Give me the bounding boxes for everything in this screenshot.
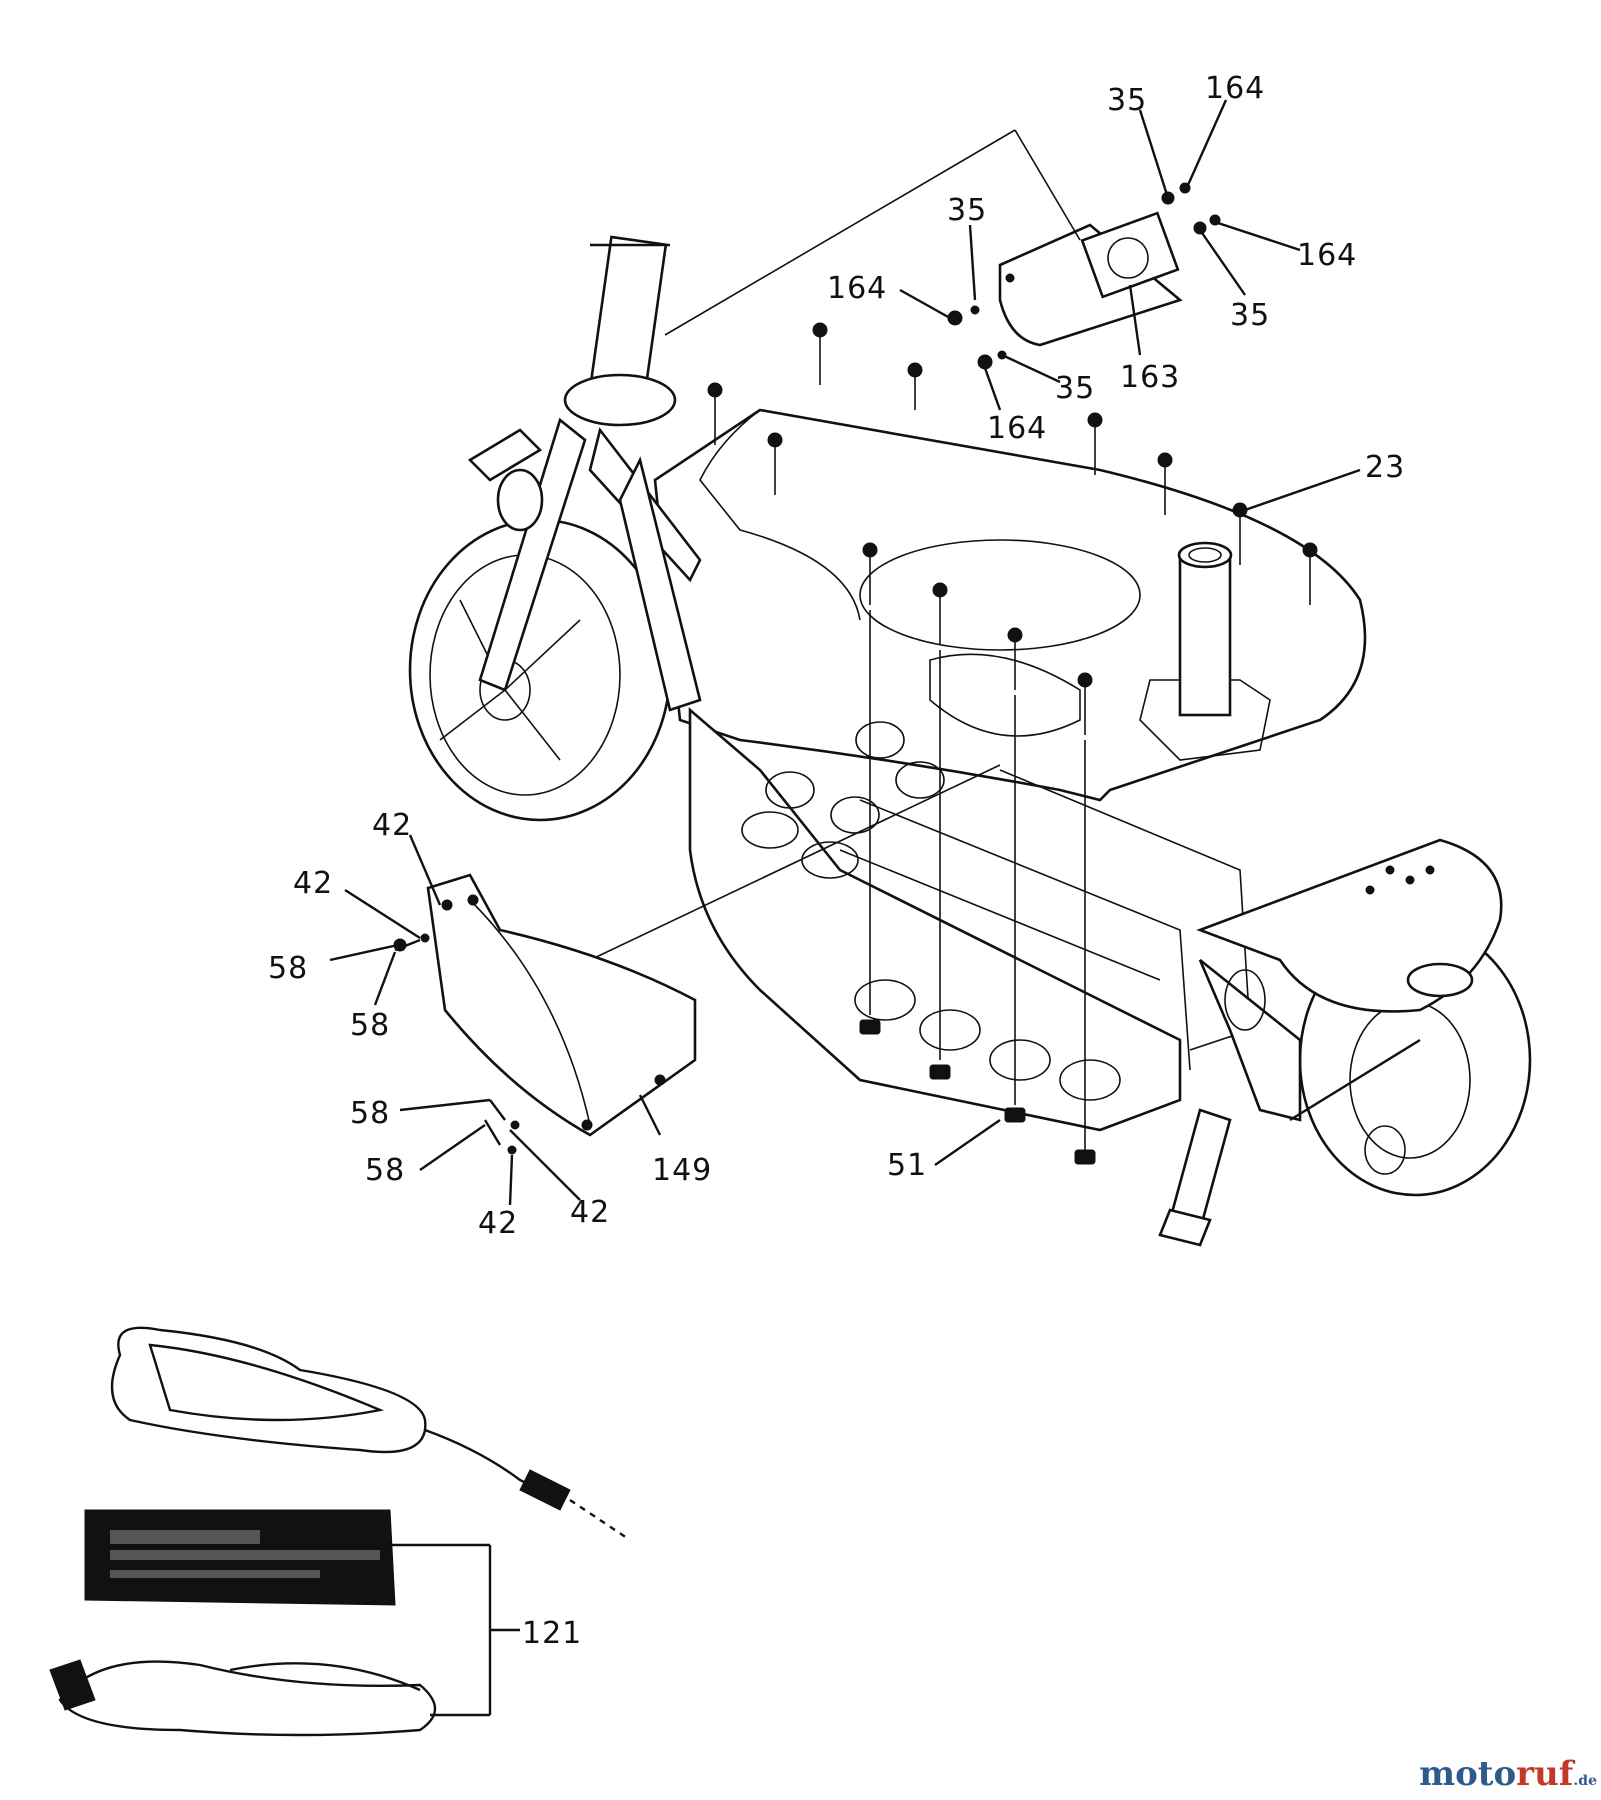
callout-164-right: 164 [1297, 238, 1357, 273]
callout-42-bottom-left: 42 [478, 1206, 518, 1241]
nuts [859, 1019, 1096, 1165]
motoruf-watermark: motoruf.de [1419, 1754, 1597, 1794]
watermark-part-3: .de [1573, 1773, 1597, 1789]
callout-58-lower-a: 58 [350, 1096, 390, 1131]
callout-164-left: 164 [827, 271, 887, 306]
callout-numbers: 164 35 35 164 164 35 35 163 164 23 42 42… [268, 71, 1405, 1651]
callout-42-left: 42 [293, 866, 333, 901]
callout-42-bottom-right: 42 [570, 1195, 610, 1230]
callout-121: 121 [522, 1616, 582, 1651]
callout-35-lower: 35 [1055, 371, 1095, 406]
kickstand [1158, 1108, 1232, 1247]
rear-fender [1196, 838, 1503, 1122]
leader-lines [329, 99, 1361, 1206]
controller-fasteners [947, 182, 1221, 370]
callout-58-left: 58 [268, 951, 308, 986]
callout-163: 163 [1120, 360, 1180, 395]
mudguard-bracket [393, 873, 697, 1155]
callout-51: 51 [887, 1148, 927, 1183]
battery-charger [49, 1326, 631, 1737]
battery-box [688, 707, 1251, 1132]
watermark-part-1: moto [1419, 1754, 1517, 1794]
seat-post-tube [1177, 541, 1233, 717]
callout-58-lower-b: 58 [365, 1153, 405, 1188]
callout-164-top: 164 [1205, 71, 1265, 106]
frame-holes [765, 721, 945, 834]
callout-35-mid-left: 35 [947, 193, 987, 228]
front-fork-stem [467, 235, 702, 712]
callout-42-top: 42 [372, 808, 412, 843]
callout-164-lower: 164 [987, 411, 1047, 446]
deck-screws [707, 322, 1318, 735]
assembly-lines [589, 129, 1086, 1150]
callout-58-below: 58 [350, 1008, 390, 1043]
callout-35-top: 35 [1107, 83, 1147, 118]
callout-35-right: 35 [1230, 298, 1270, 333]
callout-149: 149 [652, 1153, 712, 1188]
controller-housing [998, 211, 1183, 347]
scooter-deck [653, 408, 1367, 802]
callout-23: 23 [1365, 450, 1405, 485]
watermark-part-2: ruf [1516, 1754, 1574, 1794]
